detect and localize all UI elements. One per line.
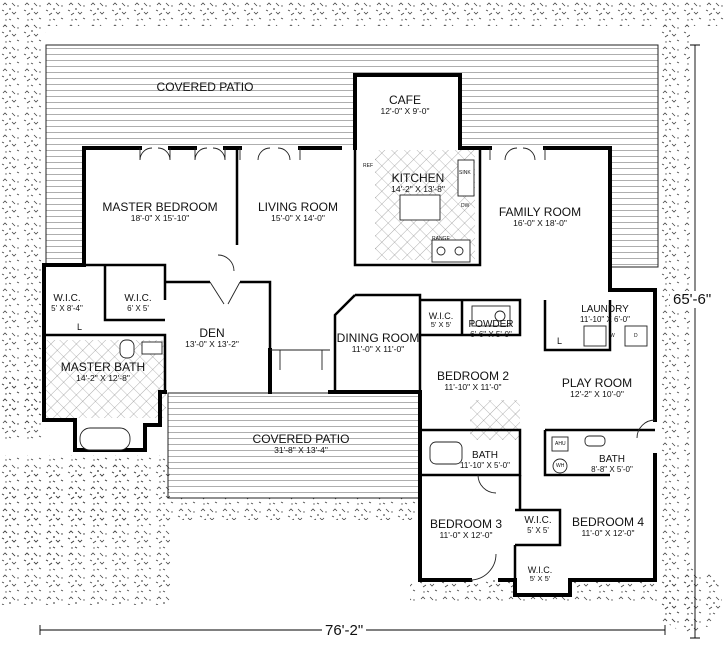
landscaping — [0, 0, 725, 632]
doors — [139, 147, 656, 581]
interior-walls — [44, 148, 655, 580]
fixtures — [79, 159, 648, 474]
covered-patio-bottom-floor — [167, 392, 421, 499]
interior-floor — [44, 75, 655, 595]
exterior-walls — [42, 73, 657, 597]
hall-tile — [470, 400, 520, 440]
